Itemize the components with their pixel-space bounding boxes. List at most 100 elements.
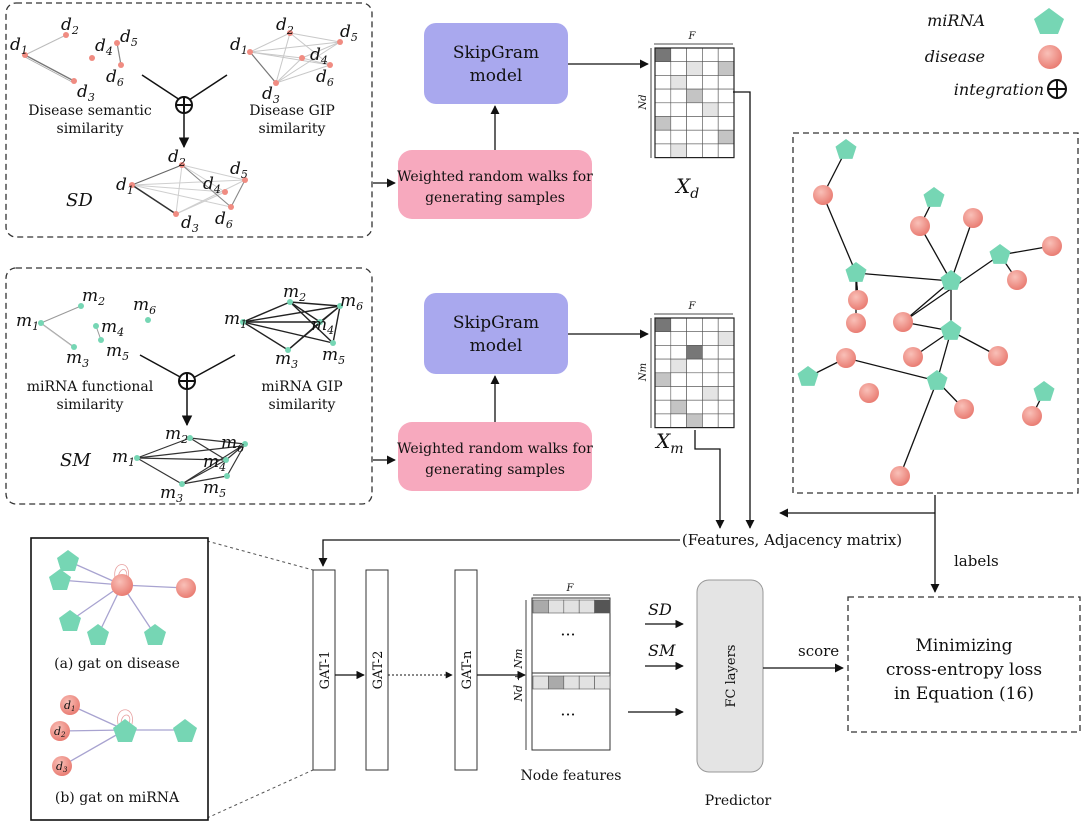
integration-legend-icon — [1047, 79, 1067, 99]
nf-rows-label: Nd + Nm — [512, 649, 525, 703]
matrix-cell — [654, 358, 672, 374]
weighted-random-walk-box — [398, 422, 592, 491]
network-edge — [902, 280, 952, 323]
sm-label: SM — [60, 450, 91, 471]
mirna-node — [797, 366, 819, 386]
matrix-cell — [686, 386, 703, 401]
mirna-embedding-pipeline: Weighted random walks for generating sam… — [373, 293, 735, 491]
svg-text:m5: m5 — [322, 345, 345, 367]
disease-semantic-graph: d1 d2 d3 d4 d5 d6 — [10, 15, 138, 104]
svg-text:d3: d3 — [77, 82, 95, 104]
predictor-label: Predictor — [705, 793, 772, 809]
matrix-cell — [686, 413, 703, 428]
svg-text:Weighted random walks for: Weighted random walks for — [397, 441, 593, 457]
gat-layer-n — [454, 569, 478, 771]
mirna-node — [926, 370, 948, 390]
legend-disease-label: disease — [925, 47, 985, 66]
svg-text:m6: m6 — [221, 433, 244, 455]
fc-layers-box — [696, 579, 764, 773]
matrix-cell — [686, 331, 703, 346]
feature-cell — [578, 675, 595, 690]
mirna-node — [923, 187, 945, 207]
weighted-random-walk-box — [398, 150, 592, 219]
matrix-cell — [702, 102, 719, 117]
network-edge — [919, 225, 952, 282]
svg-text:d2: d2 — [276, 15, 294, 37]
matrix-cell — [654, 399, 672, 415]
matrix-cell — [654, 413, 672, 428]
gat-layers: GAT-1 GAT-2 GAT-n — [312, 569, 526, 771]
matrix-cell — [686, 88, 703, 104]
gat-mirna-example: d1 d2 d3 — [50, 695, 197, 776]
svg-text:d6: d6 — [106, 67, 124, 89]
score-label: score — [798, 642, 839, 660]
legend-mirna-label: miRNA — [927, 11, 985, 30]
disease-similarity-panel: d1 d2 d3 d4 d5 d6 Disease semantic simil… — [5, 2, 373, 238]
matrix-cell — [702, 331, 719, 346]
svg-text:m3: m3 — [66, 348, 89, 370]
svg-text:m1: m1 — [112, 447, 135, 469]
sd-graph: d1 d2 d3 d4 d5 d6 — [116, 147, 248, 235]
feature-cell — [563, 599, 580, 614]
matrix-cell — [717, 129, 735, 145]
heterogeneous-network — [792, 132, 1079, 494]
matrix-cell — [670, 47, 687, 62]
disease-legend-icon — [1038, 45, 1062, 69]
matrix-cell — [654, 102, 672, 117]
mirna-node — [845, 262, 867, 282]
svg-text:GAT-n: GAT-n — [460, 650, 475, 689]
gat-disease-example — [49, 550, 196, 645]
svg-text:d5: d5 — [230, 159, 248, 181]
disease-gip-label: Disease GIP — [249, 103, 335, 119]
matrix-cell — [702, 129, 719, 145]
matrix-cell — [654, 372, 672, 387]
matrix-cell — [686, 61, 703, 76]
matrix-cell — [670, 143, 687, 158]
disease-node — [848, 290, 868, 310]
matrix-cell — [686, 345, 703, 360]
matrix-cell — [654, 129, 672, 145]
matrix-cell — [702, 116, 719, 131]
svg-text:model: model — [470, 66, 523, 86]
disease-gip-graph: d1 d2 d3 d4 d5 d6 — [230, 15, 358, 106]
matrix-cell — [686, 143, 703, 158]
disease-node — [893, 312, 913, 332]
nf-ellipsis-2: ··· — [560, 705, 575, 724]
matrix-cell — [717, 372, 735, 387]
matrix-cell — [670, 317, 687, 332]
matrix-cell — [702, 61, 719, 76]
features-adjacency-label: (Features, Adjacency matrix) — [682, 531, 902, 549]
svg-text:m6: m6 — [340, 291, 363, 313]
loss-box: Minimizing cross-entropy loss in Equatio… — [847, 596, 1081, 733]
nf-dim-label: F — [566, 583, 575, 594]
xm-label: Xm — [654, 429, 684, 457]
mirna-gip-graph: m1 m2 m3 m4 m5 m6 — [224, 282, 363, 371]
svg-text:d1: d1 — [10, 35, 28, 57]
svg-text:Weighted random walks for: Weighted random walks for — [397, 169, 593, 185]
matrix-cell — [686, 317, 703, 332]
svg-text:generating samples: generating samples — [425, 190, 565, 206]
nf-ellipsis-1: ··· — [560, 625, 575, 644]
xm-dim-label: F — [688, 301, 697, 312]
matrix-cell — [654, 88, 672, 104]
matrix-cell — [686, 47, 703, 62]
svg-text:m6: m6 — [133, 295, 156, 317]
matrix-cell — [686, 116, 703, 131]
mirna-functional-label: miRNA functional — [27, 379, 154, 395]
matrix-cell — [702, 317, 719, 332]
nd-label: Nd — [638, 94, 649, 110]
svg-text:m4: m4 — [101, 317, 124, 339]
matrix-cell — [717, 399, 735, 415]
feature-cell — [548, 599, 565, 614]
matrix-cell — [686, 358, 703, 374]
svg-text:generating samples: generating samples — [425, 462, 565, 478]
disease-semantic-label-2: similarity — [57, 121, 124, 137]
matrix-cell — [670, 358, 687, 374]
matrix-cell — [717, 143, 735, 158]
svg-text:SkipGram: SkipGram — [453, 313, 539, 333]
matrix-cell — [670, 413, 687, 428]
matrix-cell — [654, 61, 672, 76]
disease-node — [963, 208, 983, 228]
network-edge — [950, 217, 974, 282]
disease-node — [890, 466, 910, 486]
